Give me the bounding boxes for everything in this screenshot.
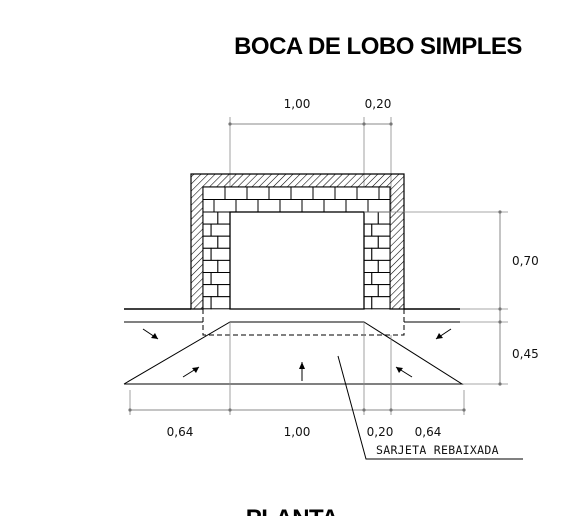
brick: [323, 199, 347, 213]
brick: [363, 272, 373, 286]
dim-top-wall: 0,20: [365, 97, 392, 111]
brick: [210, 223, 231, 237]
brick: [371, 272, 391, 286]
top-dimension: 1,00 0,20: [228, 97, 393, 212]
brick: [202, 272, 212, 286]
dim-top-width: 1,00: [284, 97, 311, 111]
brick: [377, 211, 391, 225]
brick: [345, 199, 369, 213]
brick: [217, 235, 231, 249]
brick: [363, 296, 373, 310]
right-dimension: 0,70 0,45: [364, 210, 539, 386]
brick: [210, 247, 231, 261]
brick: [202, 247, 212, 261]
brick: [268, 186, 292, 200]
brick: [210, 272, 231, 286]
brick: [202, 199, 215, 213]
brick-masonry: [202, 186, 391, 310]
brick: [363, 223, 373, 237]
drawing-title: BOCA DE LOBO SIMPLES: [234, 33, 522, 60]
brick: [312, 186, 336, 200]
brick: [217, 259, 231, 273]
arrow-center-up: [299, 362, 305, 381]
arrow-top-right: [435, 328, 452, 340]
brick: [363, 235, 379, 249]
brick: [257, 199, 281, 213]
brick: [217, 284, 231, 298]
arrow-top-left: [142, 328, 159, 340]
annotation-label: SARJETA REBAIXADA: [376, 443, 499, 457]
arrow-bottom-left: [182, 366, 200, 378]
brick: [378, 186, 391, 200]
brick: [301, 199, 325, 213]
brick: [363, 259, 379, 273]
brick: [356, 186, 380, 200]
brick: [202, 211, 219, 225]
arrow-bottom-right: [395, 366, 413, 378]
brick: [334, 186, 358, 200]
sarjeta-annotation: SARJETA REBAIXADA: [337, 355, 523, 460]
brick: [202, 186, 226, 200]
brick: [235, 199, 259, 213]
dim-bottom-wall: 0,20: [367, 425, 394, 439]
brick: [377, 284, 391, 298]
brick: [371, 247, 391, 261]
dim-height-upper: 0,70: [512, 254, 539, 268]
brick: [213, 199, 237, 213]
dim-bottom-right: 0,64: [415, 425, 442, 439]
inner-opening: [229, 211, 365, 310]
brick: [377, 259, 391, 273]
brick: [217, 211, 231, 225]
brick: [202, 223, 212, 237]
brick: [224, 186, 248, 200]
street-lines: [123, 308, 464, 415]
drawing-subtitle: PLANTA: [246, 505, 339, 516]
brick: [371, 223, 391, 237]
brick: [202, 284, 219, 298]
brick: [202, 235, 219, 249]
brick: [363, 247, 373, 261]
flow-arrows: [142, 328, 452, 381]
dim-bottom-left: 0,64: [167, 425, 194, 439]
brick: [246, 186, 270, 200]
brick: [371, 296, 391, 310]
bottom-dimension: 0,64 1,00 0,20 0,64: [128, 390, 466, 439]
brick: [279, 199, 303, 213]
brick: [210, 296, 231, 310]
brick: [363, 284, 379, 298]
brick: [367, 199, 391, 213]
brick: [202, 259, 219, 273]
dim-height-lower: 0,45: [512, 347, 539, 361]
dim-bottom-center: 1,00: [284, 425, 311, 439]
brick: [290, 186, 314, 200]
brick: [363, 211, 379, 225]
brick: [202, 296, 212, 310]
brick: [377, 235, 391, 249]
